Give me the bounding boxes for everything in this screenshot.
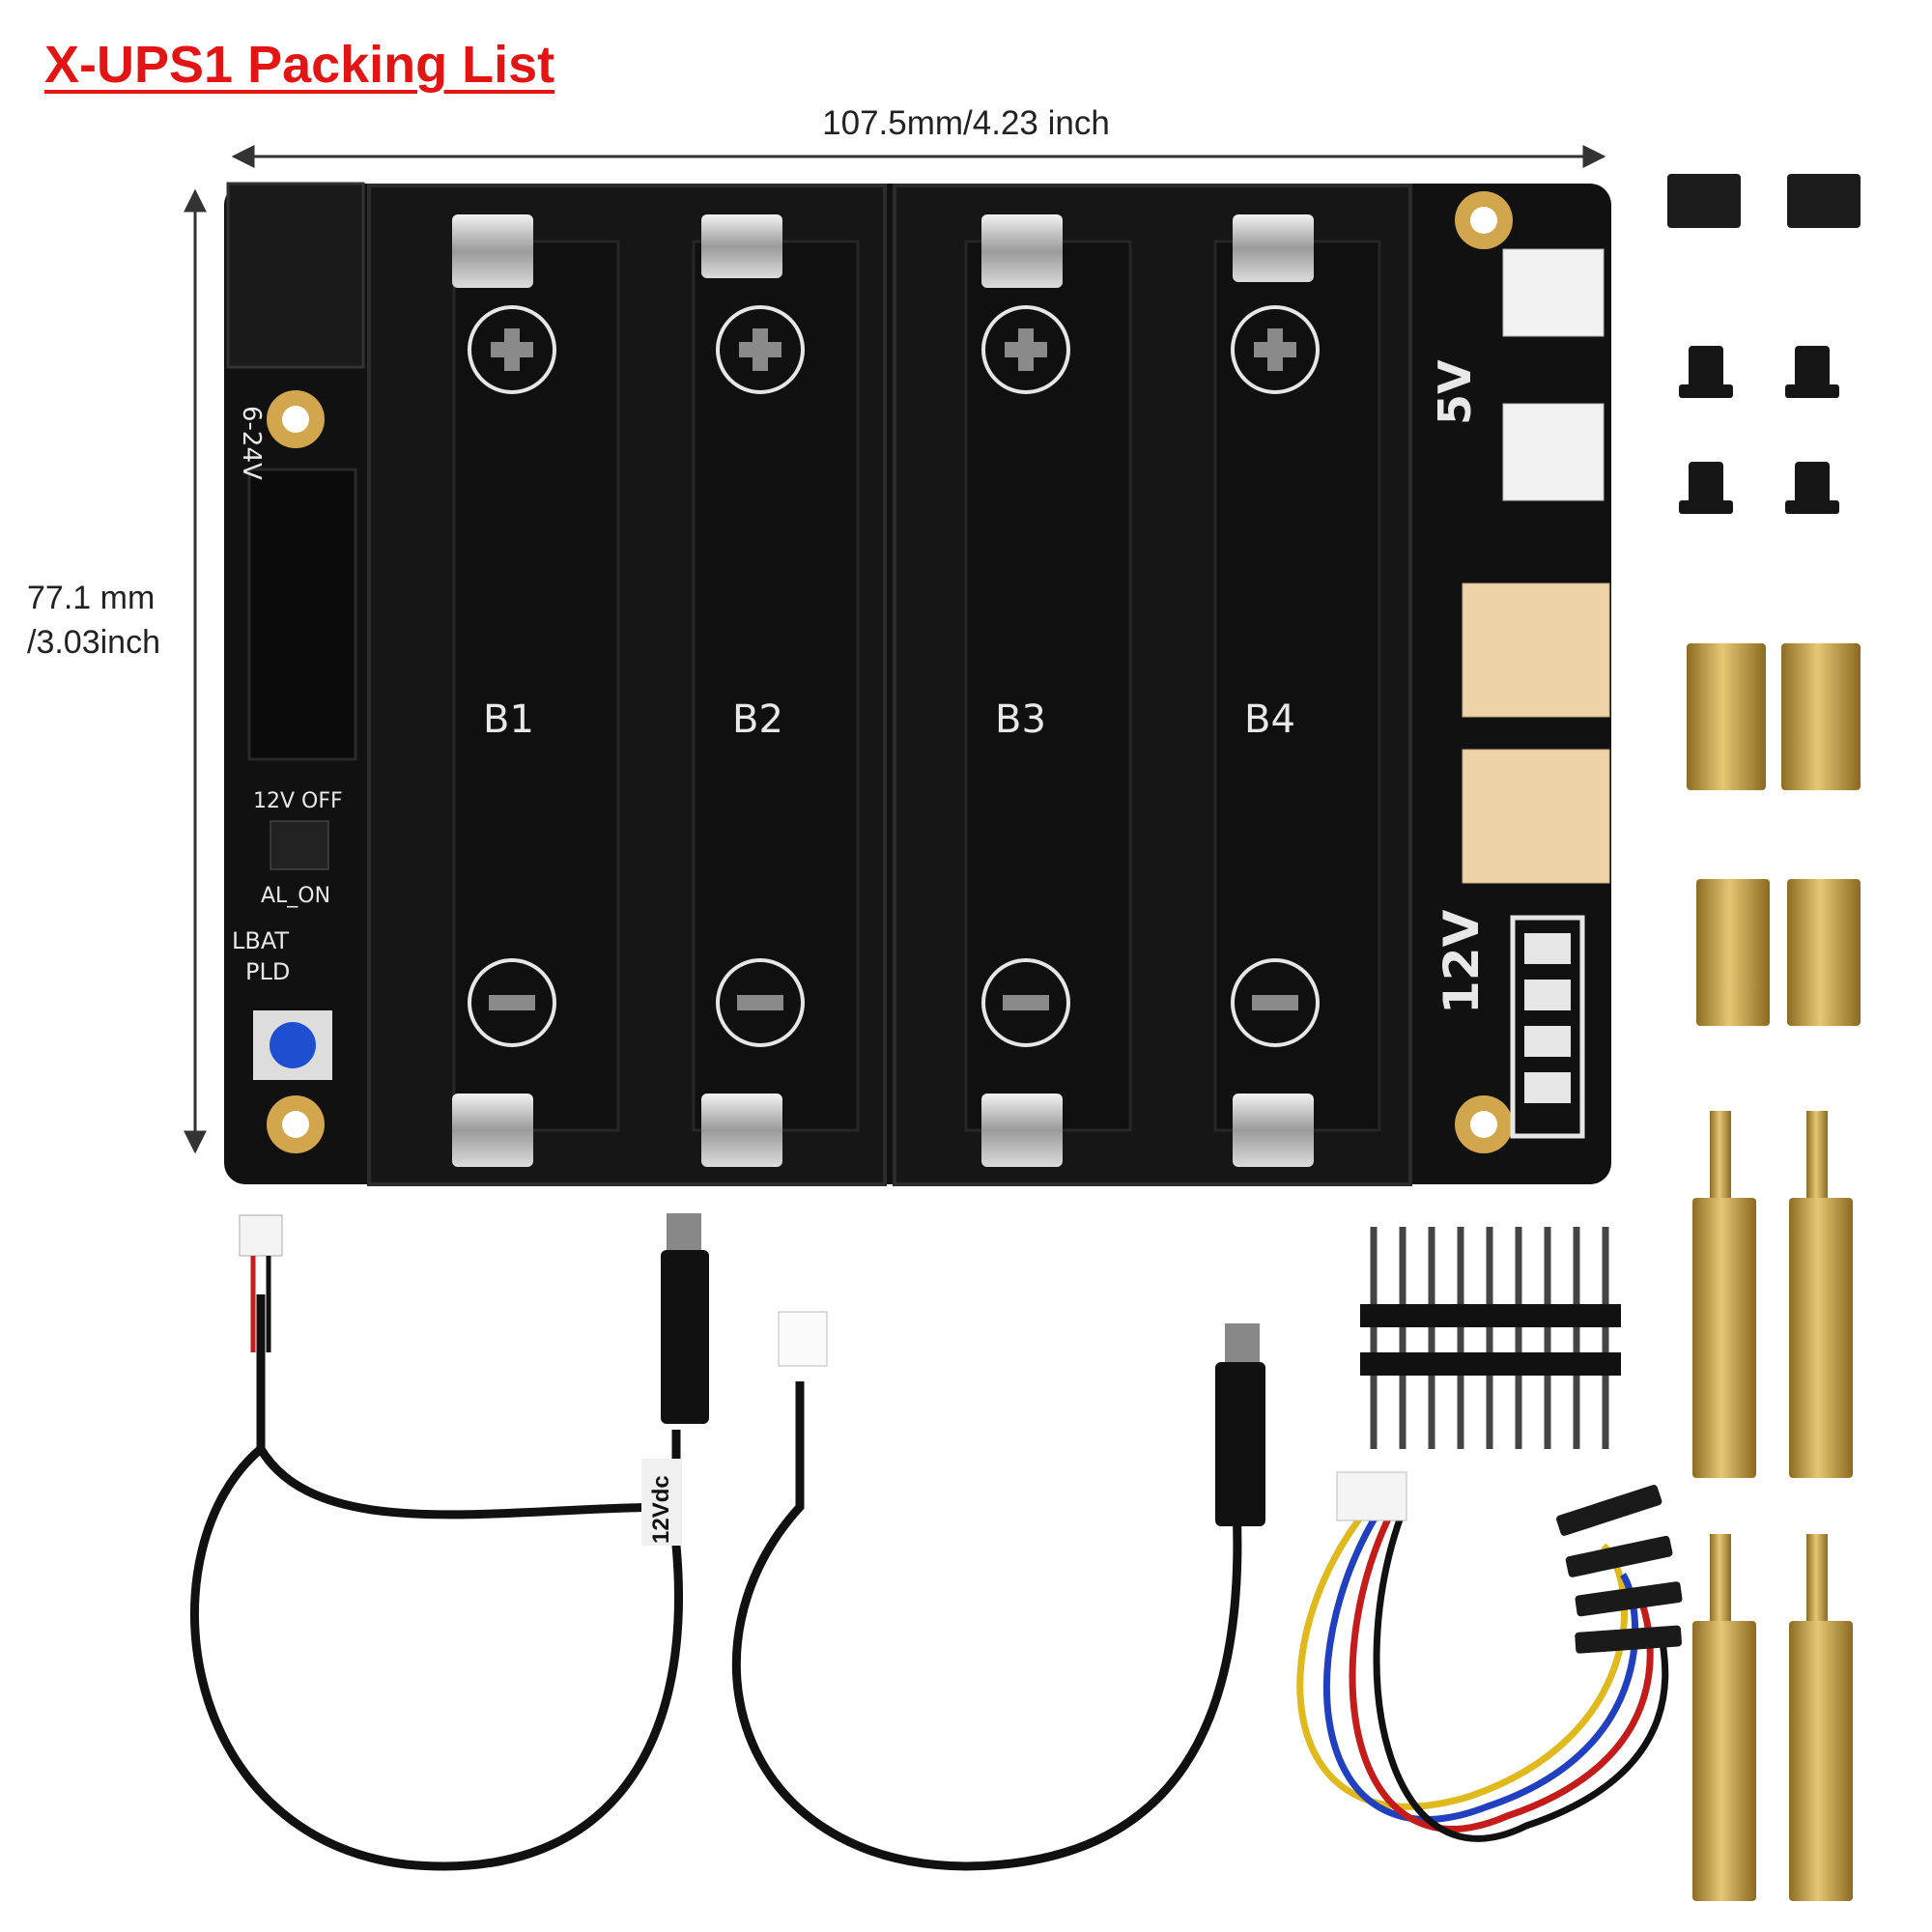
cable-2-connector (778, 1311, 828, 1367)
page-title: X-UPS1 Packing List (44, 36, 555, 94)
connector-5v-2 (1502, 403, 1605, 501)
slot-label-b4: B4 (1244, 697, 1295, 742)
battery-holder-right (893, 184, 1412, 1186)
jumper-bottom-label: AL_ON (261, 884, 330, 908)
output-5v-label: 5V (1429, 359, 1481, 425)
output-12v-label: 12V (1434, 909, 1490, 1014)
slot-label-b1: B1 (483, 697, 534, 742)
ups-board: 6-24V 12V OFF AL_ON LBAT PLD (224, 182, 1611, 1186)
connector-5v-1 (1502, 248, 1605, 337)
dc-plug-2 (1215, 1362, 1265, 1526)
gpio-header (247, 468, 357, 761)
dc-plug-tip-2 (1225, 1323, 1260, 1362)
slot-label-b3: B3 (995, 697, 1046, 742)
brass-standoffs-long (1692, 1111, 1853, 1901)
jumper-caps (1667, 174, 1861, 228)
dc-plug-tip-1 (667, 1213, 701, 1252)
led-lbat-label: LBAT (232, 927, 289, 954)
cable-1-connector (239, 1214, 283, 1257)
pin-header (1360, 1227, 1621, 1449)
connector-12v-2 (1462, 749, 1610, 884)
cable-tag-label: 12Vdc (648, 1475, 674, 1544)
dc-jack (226, 182, 365, 369)
screws (1679, 346, 1839, 514)
height-inch: /3.03inch (27, 624, 160, 661)
input-voltage-label: 6-24V (237, 406, 266, 480)
width-dimension-label: 107.5mm/4.23 inch (822, 104, 1110, 142)
led-pld-label: PLD (245, 958, 290, 985)
power-cable-1 (189, 1294, 684, 1871)
slot-label-b2: B2 (732, 697, 783, 742)
cable-tag (641, 1459, 682, 1546)
dupont-ends (1556, 1485, 1683, 1654)
dc-plug-1 (661, 1250, 709, 1424)
brass-standoffs-short (1687, 643, 1861, 1026)
jumper-top-label: 12V OFF (253, 789, 343, 813)
height-mm: 77.1 mm (27, 580, 156, 616)
height-dimension-label: 77.1 mm /3.03inch (27, 576, 160, 665)
power-cable-2 (731, 1381, 1242, 1871)
battery-holder-left (367, 184, 887, 1186)
dupont-connector (1336, 1471, 1407, 1521)
connector-12v-1 (1462, 582, 1610, 718)
battery-level-indicator (1510, 915, 1585, 1139)
